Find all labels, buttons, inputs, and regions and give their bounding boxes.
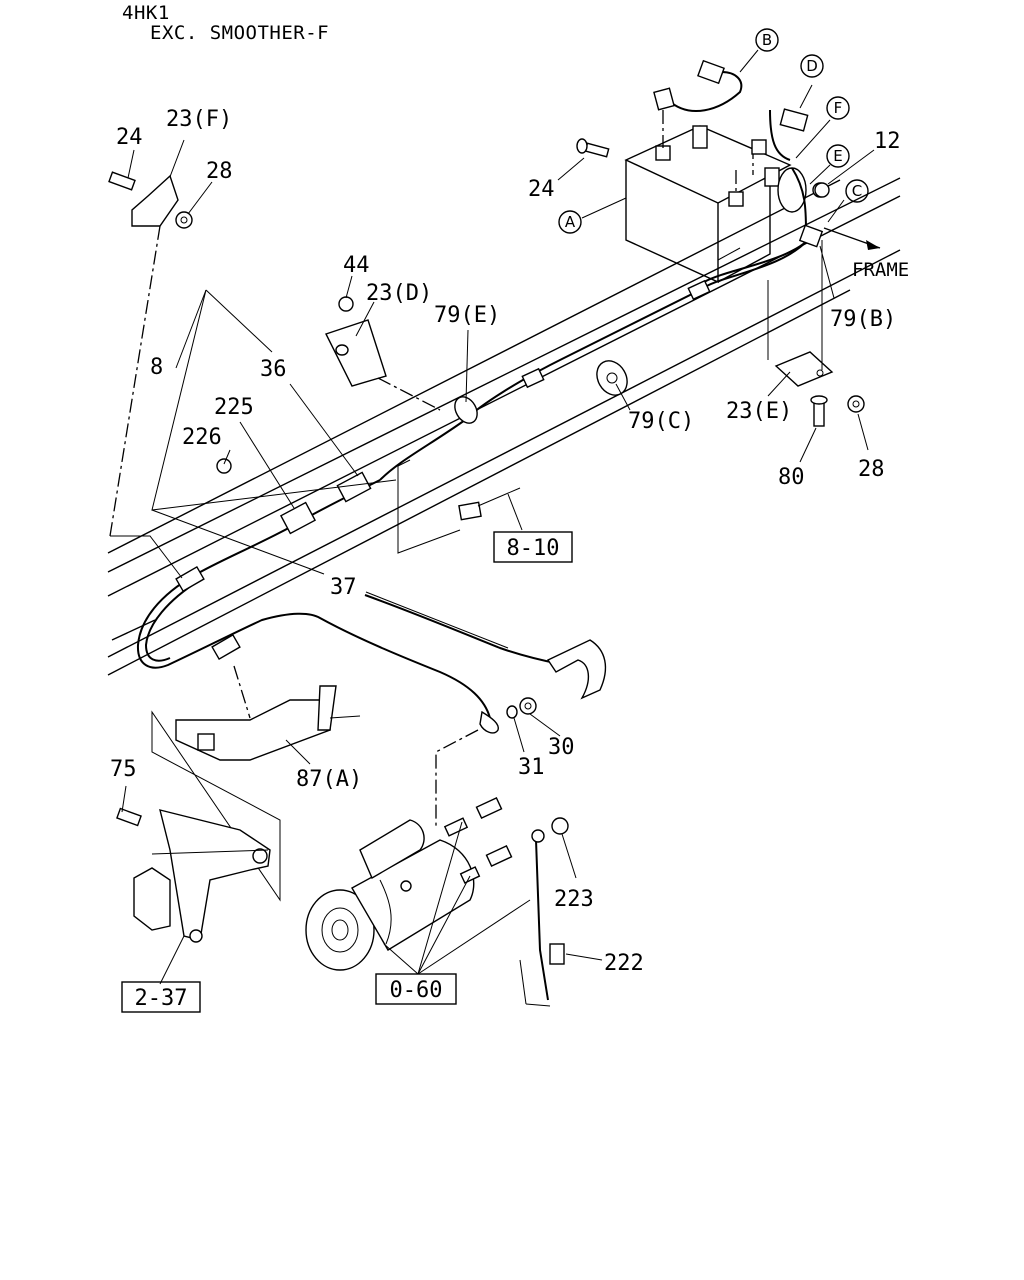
svg-text:D: D [806,57,818,75]
svg-text:E: E [833,147,842,165]
starter-motor [305,796,513,971]
label-79c: 79(C) [628,409,694,434]
nut-30 [519,697,537,715]
label-75: 75 [110,757,137,782]
callout-c: C [845,179,869,203]
bracket-2-37 [116,807,271,943]
label-79e: 79(E) [434,303,500,328]
label-36: 36 [260,357,287,382]
ref-box-0-60: 0-60 [375,973,457,1005]
ground-strap [519,817,569,1007]
label-31: 31 [518,755,545,780]
label-225: 225 [214,395,254,420]
engine-model-label: 4HK1 [122,2,170,24]
washer-31 [506,705,518,719]
svg-text:F: F [834,99,843,117]
ref-box-2-37: 2-37 [121,981,201,1013]
terminal-cable-d [751,84,813,161]
label-79b: 79(B) [830,307,896,332]
svg-text:C: C [852,182,862,200]
label-44: 44 [343,253,370,278]
label-37: 37 [330,575,357,600]
positive-terminal-assembly [777,119,831,233]
clamp-79c [596,360,628,396]
callout-b: B [755,28,779,52]
callout-e: E [826,144,850,168]
cable-end-terminal [479,710,499,734]
label-222: 222 [604,951,644,976]
right-holder-bracket [546,639,607,700]
label-24-top: 24 [116,125,143,150]
nut-12 [814,182,830,198]
label-28-top: 28 [206,159,233,184]
label-23f: 23(F) [166,107,232,132]
leader-lines [108,139,875,985]
svg-text:A: A [565,213,576,231]
svg-text:2-37: 2-37 [135,986,188,1011]
label-223: 223 [554,887,594,912]
label-28-right: 28 [858,457,885,482]
label-8: 8 [150,355,163,380]
ref-box-8-10: 8-10 [493,531,573,563]
connector-8-10 [458,487,521,521]
clamp-79b [798,224,824,248]
label-226: 226 [182,425,222,450]
svg-text:0-60: 0-60 [390,978,443,1003]
label-23e: 23(E) [726,399,792,424]
callout-d: D [800,54,824,78]
variant-label: EXC. SMOOTHER-F [150,22,330,44]
cable-to-bracket [364,594,561,665]
harness-36 [194,458,461,576]
nut-28-right [847,395,865,413]
bolt-24-right [576,138,610,158]
label-23d: 23(D) [366,281,432,306]
label-80: 80 [778,465,805,490]
frame-label: FRAME [852,259,909,281]
label-24-right: 24 [528,177,555,202]
bracket-87a [175,665,361,761]
cable-37 [136,574,491,719]
label-30: 30 [548,735,575,760]
svg-text:B: B [762,31,772,49]
callout-f: F [826,96,850,120]
clamp-79e [454,396,478,424]
callout-a: A [558,210,582,234]
main-battery-cable [379,239,809,481]
svg-text:8-10: 8-10 [507,536,560,561]
battery-box [624,110,792,284]
label-12: 12 [874,129,901,154]
bracket-23d [325,296,441,411]
battery-jumper-cable [653,49,759,113]
label-87a: 87(A) [296,767,362,792]
bolt-80 [810,395,828,427]
frame-arrow [823,227,881,250]
frame-rails [107,177,901,676]
bracket-23e [767,240,834,387]
